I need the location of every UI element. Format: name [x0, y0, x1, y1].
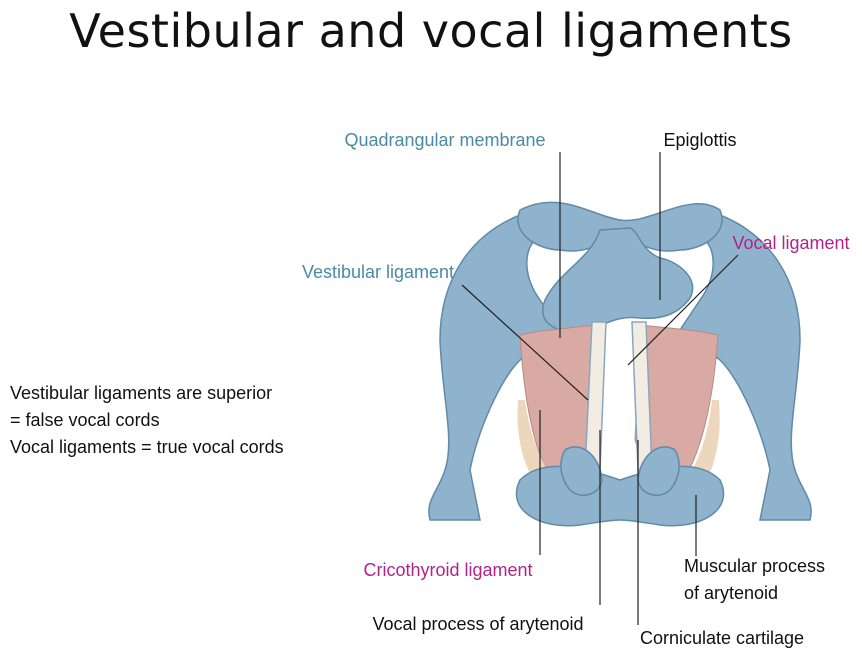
page-title: Vestibular and vocal ligaments	[69, 4, 793, 58]
right-tissue	[680, 400, 720, 490]
right-arytenoid	[637, 446, 680, 496]
note-line-1: Vestibular ligaments are superior	[10, 383, 273, 403]
cricoid-cartilage	[515, 465, 725, 527]
label-vocal-ligament: Vocal ligament	[732, 233, 849, 253]
left-arytenoid	[560, 446, 603, 496]
left-tissue	[517, 400, 560, 490]
label-vestibular-ligament: Vestibular ligament	[302, 262, 454, 282]
label-quadrangular-membrane: Quadrangular membrane	[344, 130, 545, 150]
note-line-3: Vocal ligaments = true vocal cords	[10, 437, 284, 457]
label-vocal-process: Vocal process of arytenoid	[372, 614, 583, 634]
label-cricothyroid-ligament: Cricothyroid ligament	[363, 560, 532, 580]
thyroid-cartilage	[428, 214, 812, 521]
label-muscular-process-line1: Muscular process	[684, 556, 825, 576]
leader-vocal-ligament	[627, 254, 739, 366]
note-line-2: = false vocal cords	[10, 410, 160, 430]
label-epiglottis: Epiglottis	[663, 130, 736, 150]
leader-vestibular-ligament	[461, 284, 589, 401]
label-muscular-process-line2: of arytenoid	[684, 583, 778, 603]
explanation-note: Vestibular ligaments are superior = fals…	[10, 380, 340, 461]
label-corniculate-cartilage: Corniculate cartilage	[640, 628, 804, 648]
